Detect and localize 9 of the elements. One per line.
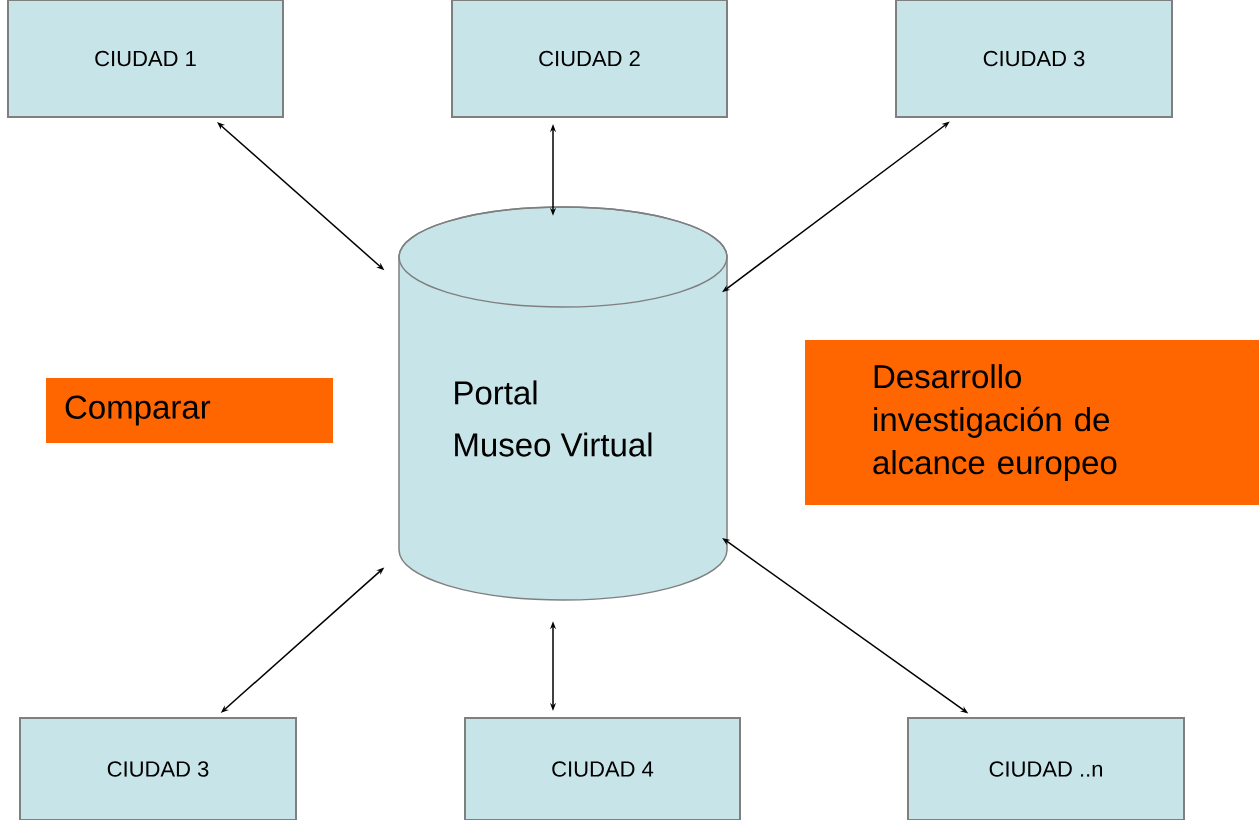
city-box: CIUDAD 4 bbox=[464, 717, 741, 820]
city-box: CIUDAD 3 bbox=[19, 717, 297, 820]
city-box: CIUDAD 1 bbox=[7, 0, 284, 118]
city-box: CIUDAD 3 bbox=[895, 0, 1173, 118]
text-box: Desarrollo investigación de alcance europeo bbox=[805, 340, 1259, 505]
city-box: CIUDAD 2 bbox=[451, 0, 728, 118]
city-box: CIUDAD ..n bbox=[907, 717, 1185, 820]
text-box: Comparar bbox=[46, 378, 333, 443]
database-cylinder: Portal Museo Virtual bbox=[398, 206, 728, 601]
